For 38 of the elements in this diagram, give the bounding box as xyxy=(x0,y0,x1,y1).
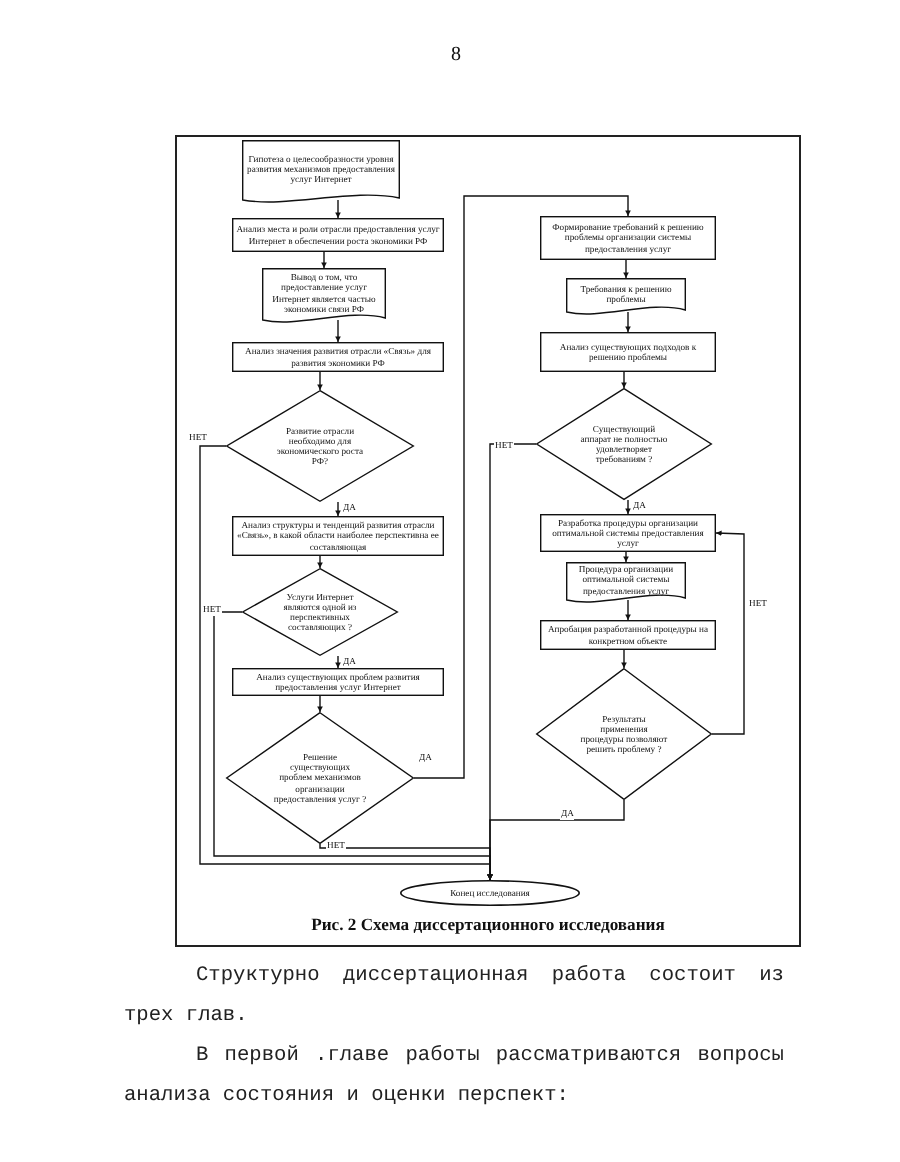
arrow xyxy=(413,195,631,779)
arrow xyxy=(623,551,629,563)
process-box xyxy=(232,668,444,696)
decision-diamond xyxy=(536,668,712,800)
arrow xyxy=(621,649,627,669)
document-shape xyxy=(262,268,386,326)
page-number: 8 xyxy=(449,44,463,66)
terminal-oval xyxy=(400,880,580,906)
arrow xyxy=(625,311,631,333)
process-box xyxy=(232,342,444,372)
arrow xyxy=(711,530,745,735)
arrow xyxy=(317,555,323,569)
figure-caption: Рис. 2 Схема диссертационного исследования xyxy=(309,914,667,934)
arrow xyxy=(623,259,629,279)
decision-diamond xyxy=(226,390,414,502)
process-box xyxy=(540,514,716,552)
decision-diamond xyxy=(242,568,398,656)
arrow xyxy=(335,501,341,517)
arrow xyxy=(321,251,327,269)
arrow xyxy=(317,371,323,391)
body-paragraph: В первой .главе работы рассматриваются вопросы анализа состояния и оценки перспект: xyxy=(124,1042,784,1112)
arrow xyxy=(335,319,341,343)
document-shape xyxy=(566,562,686,606)
arrow xyxy=(487,799,625,881)
document-shape xyxy=(566,278,686,318)
arrow xyxy=(625,499,631,515)
arrow xyxy=(625,599,631,621)
process-box xyxy=(232,218,444,252)
process-box xyxy=(540,332,716,372)
decision-diamond xyxy=(226,712,414,844)
body-paragraph: Структурно диссертационная работа состоит из трех глав. xyxy=(124,962,784,1032)
arrow xyxy=(317,695,323,713)
document-shape xyxy=(242,140,400,206)
arrow xyxy=(335,655,341,669)
process-box xyxy=(540,216,716,260)
arrow xyxy=(335,199,341,219)
arrow xyxy=(621,371,627,389)
decision-diamond xyxy=(536,388,712,500)
